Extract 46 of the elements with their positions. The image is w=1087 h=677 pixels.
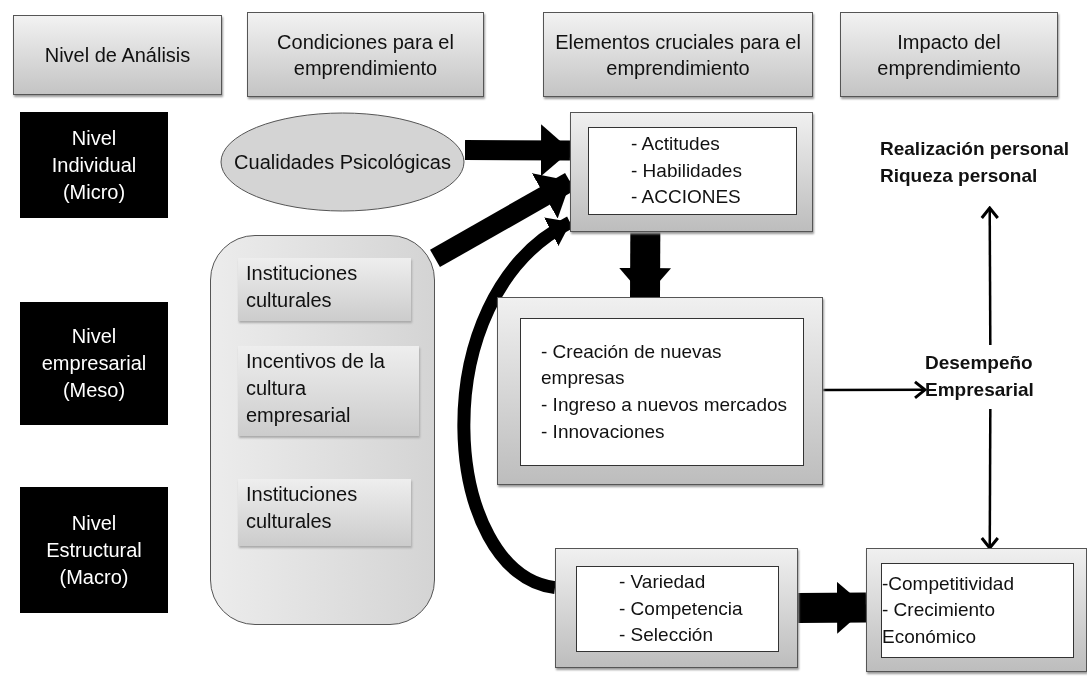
node-text: Condiciones para el emprendimiento	[276, 29, 455, 81]
node-text: - Competencia	[619, 596, 744, 621]
node-text: Realización personal	[880, 137, 1070, 162]
arrow	[619, 231, 672, 298]
node-text: - Actitudes	[631, 132, 721, 157]
node-text: - Crecimiento Económico	[882, 598, 996, 649]
level-box	[20, 487, 168, 613]
column-header	[840, 12, 1058, 97]
node-text: Incentivos de la cultura empresarial	[246, 349, 386, 428]
arrow	[464, 124, 571, 177]
node-text: - Creación de nuevas empresas	[541, 339, 723, 391]
node-text: - Variedad	[619, 570, 707, 595]
node-text: - Selección	[619, 623, 714, 648]
node-text: -Competitividad	[882, 571, 1015, 596]
node-text: - Innovaciones	[541, 419, 666, 444]
node-text: Cualidades Psicológicas	[234, 150, 451, 175]
node-text: Impacto del emprendimiento	[876, 29, 1022, 81]
conditions-panel	[210, 235, 435, 625]
node-text: Instituciones culturales	[246, 261, 359, 313]
node-text: Desempeño Empresarial	[925, 351, 1035, 402]
node-text: - Habilidades	[631, 158, 743, 183]
condition-box	[238, 479, 411, 546]
condition-box	[238, 258, 411, 321]
element-box	[497, 297, 823, 485]
node-text: Nivel empresarial (Meso)	[40, 324, 148, 403]
column-header	[543, 12, 813, 97]
arrow	[980, 206, 1000, 345]
column-header	[247, 12, 484, 97]
arrow	[823, 380, 927, 400]
node-text: - Ingreso a nuevos mercados	[541, 393, 789, 417]
element-box	[866, 548, 1087, 672]
level-box	[20, 112, 168, 218]
node-text: Elementos cruciales para el emprendimiento	[554, 29, 802, 81]
node-text: Instituciones culturales	[246, 482, 359, 534]
element-box	[570, 112, 813, 232]
column-header	[13, 15, 222, 95]
node-text: Riqueza personal	[880, 164, 1039, 188]
node-text: Nivel de Análisis	[44, 43, 191, 68]
node-text: - ACCIONES	[631, 185, 742, 210]
level-box	[20, 302, 168, 425]
node-text: Nivel Estructural (Macro)	[45, 510, 143, 590]
arrow	[797, 581, 867, 634]
condition-box	[238, 346, 419, 436]
arrow	[980, 409, 1000, 550]
node-text: Nivel Individual (Micro)	[50, 125, 138, 205]
element-box	[555, 548, 798, 668]
